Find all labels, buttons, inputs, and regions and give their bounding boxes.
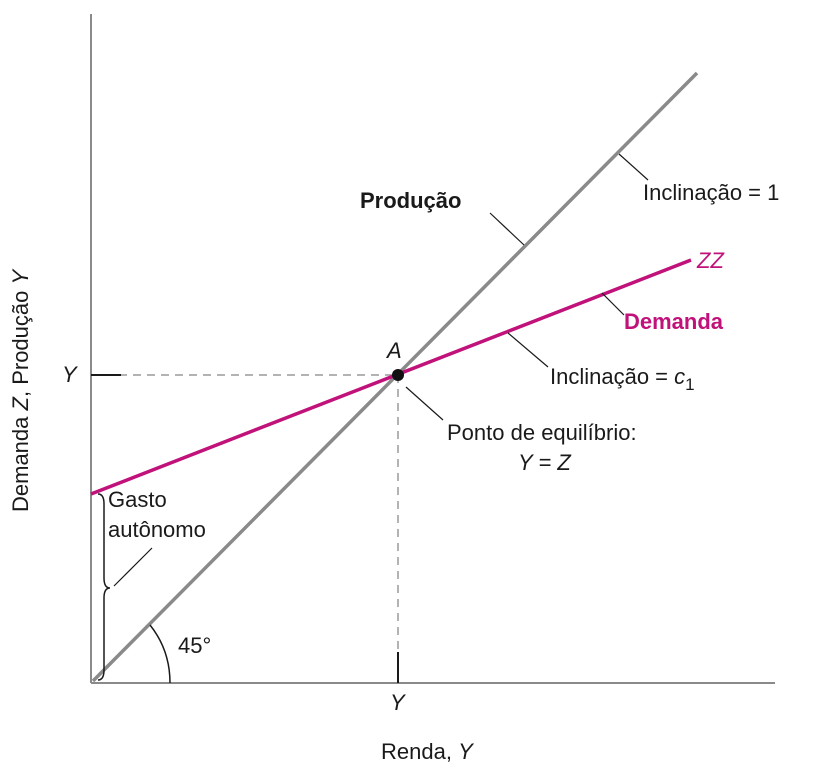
- production-label-leader: [489, 212, 525, 246]
- autonomous-spending-brace: [97, 493, 111, 681]
- angle-arc: [149, 624, 171, 684]
- production-label: Produção: [360, 188, 461, 213]
- x-axis-label: Renda, Y: [381, 739, 474, 764]
- y-axis-tick-label: Y: [62, 362, 78, 387]
- autonomous-spending-leader: [113, 547, 153, 587]
- x-axis-tick-label: Y: [390, 690, 406, 715]
- autonomous-spending-label-line1: Gasto: [108, 487, 167, 512]
- demand-series-name: ZZ: [696, 248, 725, 273]
- equilibrium-point-label: A: [385, 338, 402, 363]
- angle-label: 45°: [178, 633, 211, 658]
- autonomous-spending-label-line2: autônomo: [108, 517, 206, 542]
- demand-slope-label: Inclinação = c1: [550, 364, 695, 394]
- production-slope-leader: [618, 153, 649, 181]
- equilibrium-caption-line1: Ponto de equilíbrio:: [447, 420, 637, 445]
- equilibrium-point: [392, 369, 404, 381]
- demand-label: Demanda: [624, 309, 724, 334]
- production-slope-label: Inclinação = 1: [643, 180, 779, 205]
- demand-slope-leader: [507, 332, 549, 368]
- y-axis-label: Demanda Z, Produção Y: [8, 269, 33, 512]
- demand-line: [90, 258, 692, 496]
- equilibrium-caption-line2: Y = Z: [518, 450, 572, 475]
- equilibrium-caption-leader: [405, 386, 444, 421]
- demand-label-leader: [601, 292, 625, 316]
